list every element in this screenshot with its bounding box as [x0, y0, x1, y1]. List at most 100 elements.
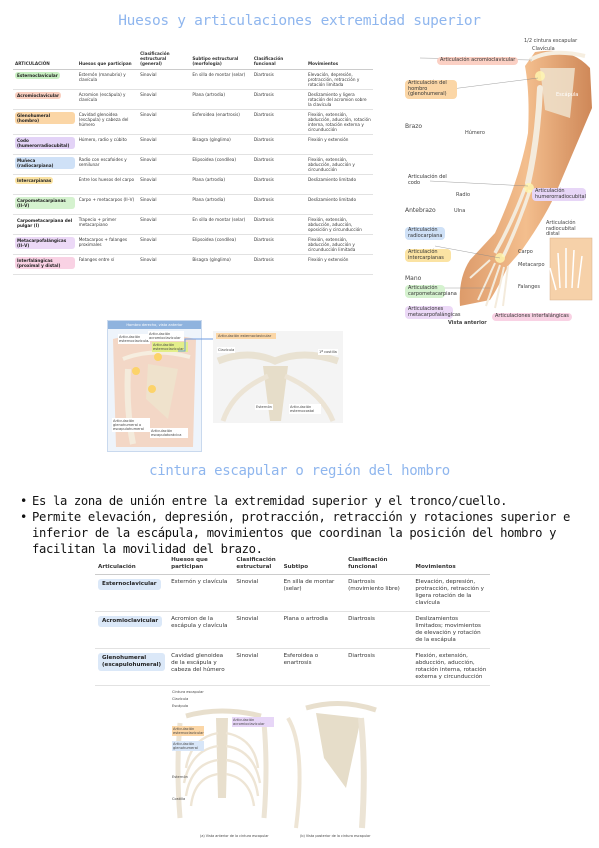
arm-label: Articulación radiocubital distal: [546, 220, 576, 237]
table-cell: Diartrosis: [345, 611, 413, 649]
figure-header: Hombro derecho, vista anterior: [108, 321, 201, 329]
table-cell: Cavidad glenoidea de la escápula y cabez…: [168, 648, 234, 686]
table-header: Huesos que participan: [76, 50, 139, 70]
table-cell: Elipsoidea (condílea): [190, 234, 252, 255]
joint-name: Esternoclavicular: [15, 72, 60, 79]
table-cell: Deslizamiento limitado: [305, 194, 373, 215]
girdle-label: Esternón: [172, 775, 188, 779]
arm-label: Articulación intercarpianas: [405, 249, 451, 262]
table-header: ARTICULACIÓN: [13, 50, 77, 70]
table-cell: Flexión, extensión, abducción, aducción,…: [412, 648, 490, 686]
table-header: Articulación: [95, 555, 169, 575]
table-cell: Flexión, extensión, abducción, aducción …: [305, 234, 373, 255]
arm-label: Carpo: [518, 249, 533, 255]
girdle-label: Costilla: [172, 797, 186, 801]
table-row: Glenohumeral (hombro)Cavidad glenoidea (…: [13, 109, 373, 135]
table-cell: Diartrosis: [251, 89, 306, 110]
joint-name: Glenohumeral (escapulohumeral): [98, 653, 166, 671]
table-cell: Sinovial: [138, 174, 191, 195]
sternoclavicular-figure: [213, 331, 343, 423]
connector-line: [178, 338, 221, 352]
joint-name: Carpometacarpiana del pulgar (I): [17, 218, 73, 228]
arm-label: Falanges: [518, 284, 540, 290]
bullet-item: •Permite elevación, depresión, protracci…: [20, 510, 571, 556]
table-row: Metacarpofalángicas (II–V)Metacarpos + f…: [13, 234, 373, 255]
table-cell: Bisagra (gínglimo): [190, 134, 252, 155]
sternoclavicular-label: Esternón: [255, 404, 273, 410]
table-header: Huesos que participan: [168, 555, 234, 575]
joint-name: Glenohumeral (hombro): [15, 112, 75, 124]
arm-label: Articulación radiocarpiana: [405, 227, 445, 240]
table-cell: Plana (artrodia): [190, 194, 252, 215]
shoulder-label: Articulación escapulotorácica: [150, 428, 188, 438]
shoulder-label: Articulación esternoclavicular: [152, 342, 188, 352]
sternoclavicular-label: Articulación esternocostal: [289, 404, 321, 414]
table-cell: Sinovial: [138, 89, 191, 110]
table-cell: Flexión, extensión, abducción, aducción …: [305, 154, 373, 175]
bullet-list: •Es la zona de unión entre la extremidad…: [14, 493, 589, 557]
table-row: Muñeca (radiocarpiana)Radio con escafoid…: [13, 154, 373, 175]
table-cell: Sinovial: [138, 214, 191, 235]
table-cell: Trapecio + primer metacarpiano: [76, 214, 139, 235]
table-cell: En silla de montar (selar): [190, 69, 252, 90]
table-row: Acromioclavicular Acromion de la escápula…: [95, 611, 490, 649]
arm-label: Articulación del hombro (glenohumeral): [405, 80, 457, 99]
table-row: Interfalángicas (proximal y distal)Falan…: [13, 254, 373, 275]
table-cell: Diartrosis: [251, 134, 306, 155]
table-cell: Húmero, radio y cúbito: [76, 134, 139, 155]
arm-label: Brazo: [405, 123, 423, 130]
table-cell: Plana o artrodia: [280, 611, 346, 649]
table-cell: Diartrosis: [345, 648, 413, 686]
girdle-label: Articulación glenohumeral: [172, 741, 204, 751]
girdle-label: Articulación acromioclavicular: [232, 717, 274, 727]
joint-name: Interfalángicas (proximal y distal): [15, 257, 75, 269]
table-cell: Sinovial: [138, 154, 191, 175]
sternoclavicular-label: Articulación esternoclavicular: [216, 333, 276, 339]
girdle-label: Cintura escapular: [172, 690, 204, 694]
table-cell: Diartrosis: [251, 234, 306, 255]
sternoclavicular-label: 1ª costilla: [318, 349, 338, 355]
table-cell: Acromion (escápula) y clavícula: [76, 89, 139, 110]
joint-name: Carpometacarpianas (II–V): [15, 197, 75, 209]
table-cell: Flexión, extensión, abducción, aducción,…: [305, 109, 373, 135]
shoulder-table: Articulación Huesos que participan Clasi…: [95, 555, 490, 686]
table-cell: Sinovial: [233, 574, 281, 612]
table-header: Clasificación funcional: [251, 50, 306, 70]
table-cell: Plana (artrodia): [190, 174, 252, 195]
table-cell: Esferoidea o enartrosis: [280, 648, 346, 686]
arm-label: Escápula: [556, 92, 579, 98]
table-cell: Acromion de la escápula y clavícula: [168, 611, 234, 649]
table-cell: Esternón y clavícula: [168, 574, 234, 612]
table-header: Subtipo: [280, 555, 346, 575]
table-cell: Cavidad glenoidea (escápula) y cabeza de…: [76, 109, 139, 135]
page-title: Huesos y articulaciones extremidad super…: [118, 13, 481, 29]
table-row: Codo (humerorradiocubital)Húmero, radio …: [13, 134, 373, 155]
table-cell: Sinovial: [233, 611, 281, 649]
table-cell: Elipsoidea (condílea): [190, 154, 252, 175]
joint-name: Intercarpianas: [15, 177, 54, 184]
joints-table: ARTICULACIÓN Huesos que participan Clasi…: [13, 50, 373, 275]
joint-name: Acromioclavicular: [98, 616, 163, 627]
arm-label: Mano: [405, 275, 422, 282]
girdle-label: Escápula: [172, 704, 189, 708]
table-row: Glenohumeral (escapulohumeral)Cavidad gl…: [95, 648, 490, 686]
table-cell: Flexión y extensión: [305, 254, 373, 275]
table-cell: Sinovial: [138, 134, 191, 155]
arm-label: Ulna: [454, 208, 466, 214]
table-row: Carpometacarpiana del pulgar (I)Trapecio…: [13, 214, 373, 235]
table-cell: En silla de montar (selar): [280, 574, 346, 612]
table-cell: Flexión, extensión, abducción, aducción,…: [305, 214, 373, 235]
shoulder-label: Articulación glenohumeral o escapulohume…: [112, 418, 150, 432]
table-header: Clasificación funcional: [345, 555, 413, 575]
table-cell: Radio con escafoides y semilunar: [76, 154, 139, 175]
table-cell: Flexión y extensión: [305, 134, 373, 155]
table-cell: Plana (artrodia): [190, 89, 252, 110]
table-cell: Sinovial: [138, 254, 191, 275]
arm-label: 1/2 cintura escapular: [524, 38, 578, 44]
arm-label: Metacarpo: [518, 262, 545, 268]
arm-label: Húmero: [465, 130, 485, 136]
arm-skeleton-figure: [419, 50, 593, 309]
